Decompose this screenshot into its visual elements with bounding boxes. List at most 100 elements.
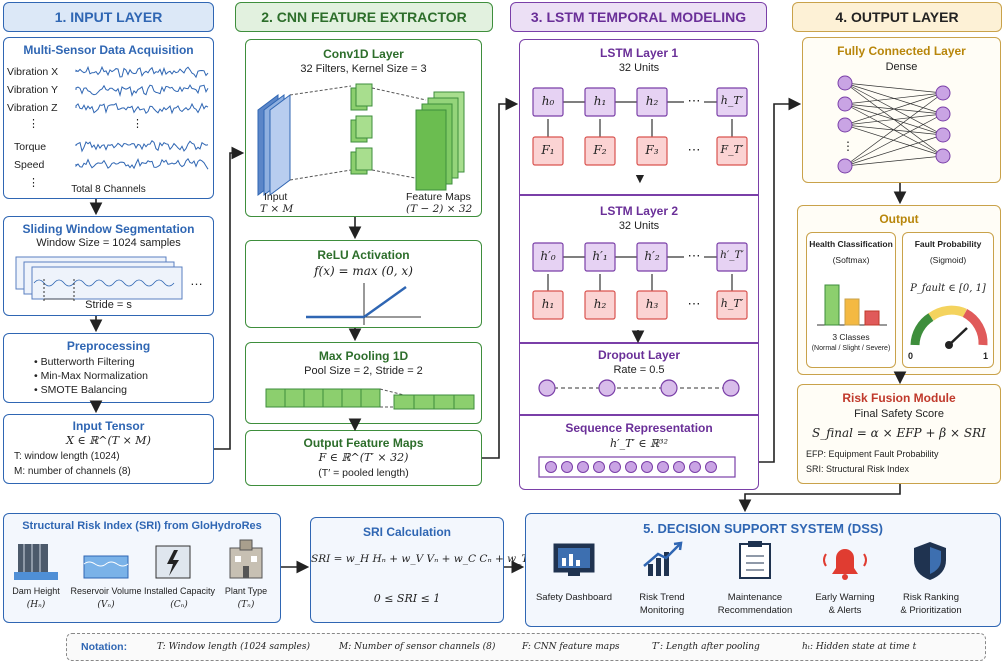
relu-formula: f(x) = max (0, x) xyxy=(314,264,413,278)
acquisition-box: Multi-Sensor Data Acquisition Vibration … xyxy=(3,37,214,199)
conv-input-label: Input xyxy=(264,191,288,203)
dropout-title: Dropout Layer xyxy=(597,348,680,362)
lstm2-input: h₃ xyxy=(645,297,659,311)
dss-item-label: Monitoring xyxy=(639,605,685,616)
input-slabs xyxy=(257,94,291,196)
lstm1-dots: ⋯ xyxy=(687,142,701,157)
lstm2-input: h₁ xyxy=(541,297,555,311)
fc-connection xyxy=(844,92,944,126)
output-feature-maps-box: Output Feature Maps F ∈ ℝ^(T′ × 32) (T′ … xyxy=(245,430,482,486)
fc-connection xyxy=(844,82,944,94)
lstm-divider xyxy=(519,414,759,416)
lstm2-title: LSTM Layer 2 xyxy=(599,204,679,218)
fc-connection xyxy=(844,134,944,167)
notation-item: hₜ: Hidden state at time t xyxy=(802,642,917,652)
arrow xyxy=(482,97,519,459)
conv1d-box: Conv1D Layer 32 Filters, Kernel Size = 3… xyxy=(245,39,482,217)
dashboard-icon xyxy=(553,543,595,576)
channel-label: Speed xyxy=(14,159,45,171)
lstm2-hidden: h′_T′ xyxy=(720,249,744,261)
conv-graphic xyxy=(257,83,465,196)
notation-item: M: Number of sensor channels (8) xyxy=(339,642,496,652)
feature-map-stack xyxy=(415,91,465,191)
health-sub: (Softmax) xyxy=(832,255,870,265)
sri-item-label: Plant Type xyxy=(224,586,268,596)
channel-label: Vibration X xyxy=(7,66,59,78)
feature-maps-label: Feature Maps xyxy=(406,191,471,203)
health-classification-card: Health Classification (Softmax) 3 Classe… xyxy=(806,232,896,368)
fc-connection xyxy=(844,92,944,167)
class-bars xyxy=(817,284,887,326)
lstm-layer-1: LSTM Layer 1 32 Units h₀ h₁ h₂ ⋯ h_T′ F₁… xyxy=(519,39,759,194)
lstm-header: 3. LSTM TEMPORAL MODELING xyxy=(510,2,767,32)
pooled-length-note: (T′ = pooled length) xyxy=(318,467,409,479)
lstm1-hidden: h₂ xyxy=(645,94,659,108)
lstm1-input: F_T′ xyxy=(720,143,744,156)
sliding-window-box: Sliding Window Segmentation Window Size … xyxy=(3,216,214,316)
classes-label: 3 Classes xyxy=(832,332,870,342)
fc-connection xyxy=(844,124,944,157)
reservoir-icon xyxy=(83,555,129,579)
stride-label: Stride = s xyxy=(85,299,132,311)
bar-severe xyxy=(864,310,880,326)
fc-connection xyxy=(844,113,944,167)
fully-connected-box: Fully Connected Layer Dense ⋮ xyxy=(802,37,1001,183)
channels-note: M: number of channels (8) xyxy=(14,466,131,477)
window-stack-graphic xyxy=(15,256,183,303)
conv1d-desc: 32 Filters, Kernel Size = 3 xyxy=(300,63,427,75)
dss-box: 5. DECISION SUPPORT SYSTEM (DSS) Safe xyxy=(525,513,1001,627)
lstm1-graphic xyxy=(532,87,748,166)
lstm2-dots: ⋯ xyxy=(687,296,701,311)
gauge-max: 1 xyxy=(983,351,989,361)
lstm2-input: h_T′ xyxy=(720,297,744,310)
fc-sub: Dense xyxy=(885,61,918,73)
fc-connection xyxy=(844,92,944,105)
preprocessing-box: Preprocessing • Butterworth Filtering • … xyxy=(3,333,214,403)
window-length-note: T: window length (1024) xyxy=(14,451,120,462)
maxpool-title: Max Pooling 1D xyxy=(318,349,409,363)
lstm2-input: h₂ xyxy=(593,297,607,311)
dss-item-label: Maintenance xyxy=(727,592,783,603)
maxpool-desc: Pool Size = 2, Stride = 2 xyxy=(304,365,423,377)
dss-icons xyxy=(553,541,946,580)
relu-title: ReLU Activation xyxy=(317,248,410,262)
sri-calc-title: SRI Calculation xyxy=(362,525,451,539)
output-feature-maps-title: Output Feature Maps xyxy=(303,436,424,450)
cnn-header: 2. CNN FEATURE EXTRACTOR xyxy=(235,2,493,32)
fault-formula: P_fault ∈ [0, 1] xyxy=(910,283,986,294)
relu-graph xyxy=(306,283,421,325)
arrow xyxy=(214,146,245,450)
sri-icons xyxy=(14,539,263,580)
alarm-bell-icon xyxy=(823,549,867,580)
dam-icon xyxy=(14,544,58,580)
lstm2-hidden: h′₂ xyxy=(644,249,660,263)
maxpool-box: Max Pooling 1D Pool Size = 2, Stride = 2 xyxy=(245,342,482,424)
dss-item-label: & Alerts xyxy=(828,605,862,616)
shield-icon xyxy=(914,542,946,580)
lstm1-dots: ⋯ xyxy=(687,93,701,108)
dss-title: 5. DECISION SUPPORT SYSTEM (DSS) xyxy=(643,521,883,536)
feature-maps-dim: (T − 2) × 32 xyxy=(406,203,473,215)
trend-icon xyxy=(643,541,683,576)
notation-item: F: CNN feature maps xyxy=(522,642,620,652)
risk-fusion-formula: S_final = α × EFP + β × SRI xyxy=(812,426,986,440)
dense-network-graphic: ⋮ xyxy=(837,75,951,174)
bar-slight xyxy=(844,298,860,326)
dss-item-label: & Prioritization xyxy=(900,605,962,616)
lstm2-graphic xyxy=(532,242,748,320)
lstm-layer-2: LSTM Layer 2 32 Units h′₀ h′₁ h′₂ ⋯ h′_T… xyxy=(519,195,759,343)
output-layer-header: 4. OUTPUT LAYER xyxy=(792,2,1002,32)
sensor-waveforms xyxy=(75,65,209,170)
lstm1-units: 32 Units xyxy=(618,62,660,74)
sri-calc-formula: SRI = w_H Hₙ + w_V Vₙ + w_C Cₙ + w_T Tₙ xyxy=(311,553,544,565)
notation-item: T′: Length after pooling xyxy=(652,642,760,652)
sri-item-label: Reservoir Volume xyxy=(70,586,142,596)
down-arrow: ▼ xyxy=(633,170,647,186)
notation-bar: Notation: T: Window length (1024 samples… xyxy=(66,633,986,661)
lstm2-hidden: h′₁ xyxy=(592,249,608,263)
arrow xyxy=(738,484,901,513)
sri-item-label: Dam Height xyxy=(12,586,60,596)
pooling-graphic xyxy=(265,388,475,410)
output-feature-maps-formula: F ∈ ℝ^(T′ × 32) xyxy=(318,451,409,464)
fault-title: Fault Probability xyxy=(914,239,982,249)
